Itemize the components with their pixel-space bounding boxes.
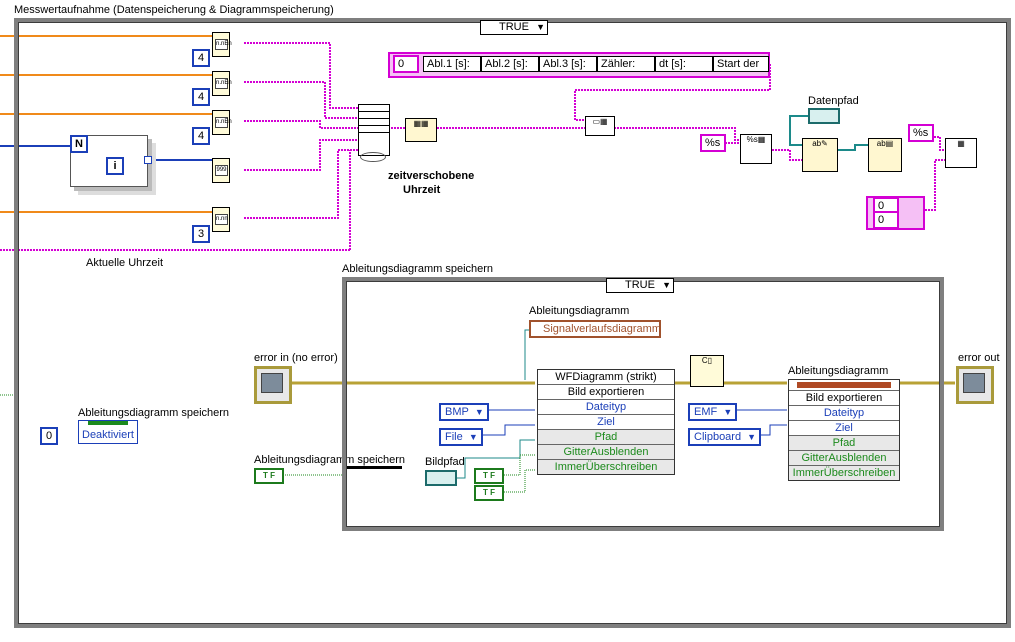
precision-constant-2[interactable]: 4 — [192, 88, 210, 106]
error-out-label: error out — [958, 352, 1000, 364]
filetype-enum-bmp-value: BMP — [445, 406, 469, 418]
error-in-cluster[interactable] — [254, 366, 292, 404]
graph-label: Ableitungsdiagramm — [529, 305, 630, 317]
property-node-1-row-4[interactable]: GitterAusblenden — [538, 444, 674, 459]
array-value-2[interactable]: 0 — [873, 211, 899, 229]
spreadsheet-array-node[interactable]: ▦ — [945, 138, 977, 168]
format-string-constant-2[interactable]: %s — [908, 124, 934, 142]
image-path-control[interactable] — [425, 470, 457, 486]
header-cell-4[interactable]: Zähler: — [597, 56, 655, 72]
write-spreadsheet-node[interactable]: ab▤ — [868, 138, 902, 172]
precision-constant-3[interactable]: 4 — [192, 127, 210, 145]
transpose-array-node[interactable]: ▦▦ — [405, 118, 437, 142]
diag-save-text: Deaktiviert — [82, 429, 134, 441]
diag-save-boolean[interactable]: T F — [254, 468, 284, 484]
array-to-spreadsheet-node[interactable]: %s▦ — [740, 134, 772, 164]
property-node-2-row-2[interactable]: Ziel — [789, 420, 899, 435]
inner-case-selector-value: TRUE — [625, 279, 655, 291]
format-node-1[interactable]: n.nEn — [212, 32, 232, 57]
header-cell-3[interactable]: Abl.3 [s]: — [539, 56, 597, 72]
build-array-node[interactable] — [358, 104, 390, 156]
header-cell-2[interactable]: Abl.2 [s]: — [481, 56, 539, 72]
format-node-5[interactable]: n.nn — [212, 207, 230, 232]
property-node-1-row-2[interactable]: Ziel — [538, 414, 674, 429]
error-out-cluster[interactable] — [956, 366, 994, 404]
hide-grid-boolean[interactable]: T F — [474, 468, 504, 484]
inner-case-selector[interactable]: TRUE ▼ — [606, 278, 674, 293]
graph-label-2: Ableitungsdiagramm — [788, 365, 889, 377]
header-cell-1[interactable]: Abl.1 [s]: — [423, 56, 481, 72]
format-node-4[interactable]: 999 — [212, 158, 230, 183]
header-cell-5[interactable]: dt [s]: — [655, 56, 713, 72]
filetype-enum-emf[interactable]: EMF ▼ — [688, 403, 738, 421]
comment-bubble-icon — [360, 152, 386, 162]
loop-tunnel — [144, 156, 152, 164]
chevron-down-icon: ▼ — [536, 22, 545, 32]
chevron-down-icon: ▼ — [747, 432, 757, 442]
write-file-node[interactable]: ab✎ — [802, 138, 838, 172]
filetype-enum-emf-value: EMF — [694, 406, 718, 418]
image-path-label: Bildpfad — [425, 456, 465, 468]
property-node-2-bar — [797, 382, 891, 388]
chevron-down-icon: ▼ — [662, 280, 671, 290]
shifted-time-label-2: Uhrzeit — [403, 184, 441, 196]
error-in-label: error in (no error) — [254, 352, 338, 364]
outer-case-title: Messwertaufnahme (Datenspeicherung & Dia… — [14, 4, 334, 16]
type-cast-node[interactable]: C▯ — [690, 355, 724, 387]
diag-save-label-2: Ableitungsdiagramm speichern — [254, 454, 406, 466]
current-time-label: Aktuelle Uhrzeit — [86, 257, 164, 269]
target-enum-file-value: File — [445, 431, 463, 443]
property-node-1-row-5[interactable]: ImmerÜberschreiben — [538, 459, 674, 474]
target-enum-file[interactable]: File ▼ — [439, 428, 483, 446]
diag-save-value[interactable]: 0 — [40, 427, 58, 445]
property-node-2-row-5[interactable]: ImmerÜberschreiben — [789, 465, 899, 480]
property-node-2-row-3[interactable]: Pfad — [789, 435, 899, 450]
header-cell-6[interactable]: Start der — [713, 56, 769, 72]
target-enum-clipboard[interactable]: Clipboard ▼ — [688, 428, 762, 446]
diag-save-label: Ableitungsdiagramm speichern — [78, 407, 230, 419]
property-node-1[interactable]: WFDiagramm (strikt) Bild exportieren Dat… — [537, 369, 675, 475]
header-array-index[interactable]: 0 — [393, 55, 419, 73]
shifted-time-label: zeitverschobene — [388, 170, 475, 182]
property-node-1-row-3[interactable]: Pfad — [538, 429, 674, 444]
chevron-down-icon: ▼ — [723, 407, 733, 417]
format-string-constant-1[interactable]: %s — [700, 134, 726, 152]
datapath-label: Datenpfad — [808, 95, 859, 107]
loop-iteration-terminal: i — [106, 157, 124, 175]
diag-save-progress — [88, 421, 128, 425]
precision-constant-1[interactable]: 4 — [192, 49, 210, 67]
property-node-1-row-0[interactable]: Bild exportieren — [538, 384, 674, 399]
chevron-down-icon: ▼ — [468, 432, 478, 442]
overwrite-boolean[interactable]: T F — [474, 485, 504, 501]
property-node-2-row-1[interactable]: Dateityp — [789, 405, 899, 420]
loop-count-terminal: N — [70, 135, 88, 153]
diag-save-underline — [342, 466, 402, 469]
property-node-1-title: WFDiagramm (strikt) — [555, 371, 657, 383]
inner-case-title: Ableitungsdiagramm speichern — [342, 263, 494, 275]
property-node-2-row-0[interactable]: Bild exportieren — [789, 390, 899, 405]
format-node-2[interactable]: n.nEn — [212, 71, 232, 96]
datapath-control[interactable] — [808, 108, 840, 124]
filetype-enum-bmp[interactable]: BMP ▼ — [439, 403, 489, 421]
format-node-3[interactable]: n.nEn — [212, 110, 232, 135]
graph-reference-text: Signalverlaufsdiagramm — [543, 323, 661, 335]
chevron-down-icon: ▼ — [474, 407, 484, 417]
build-array-node-2[interactable]: ▭▦ — [585, 116, 615, 136]
property-node-2[interactable]: Bild exportieren Dateityp Ziel Pfad Gitt… — [788, 379, 900, 481]
outer-case-selector[interactable]: TRUE ▼ — [480, 20, 548, 35]
property-node-1-row-1[interactable]: Dateityp — [538, 399, 674, 414]
outer-case-selector-value: TRUE — [499, 21, 529, 33]
target-enum-clipboard-value: Clipboard — [694, 431, 742, 443]
graph-reference[interactable]: Signalverlaufsdiagramm — [529, 320, 661, 338]
precision-constant-4[interactable]: 3 — [192, 225, 210, 243]
property-node-2-row-4[interactable]: GitterAusblenden — [789, 450, 899, 465]
